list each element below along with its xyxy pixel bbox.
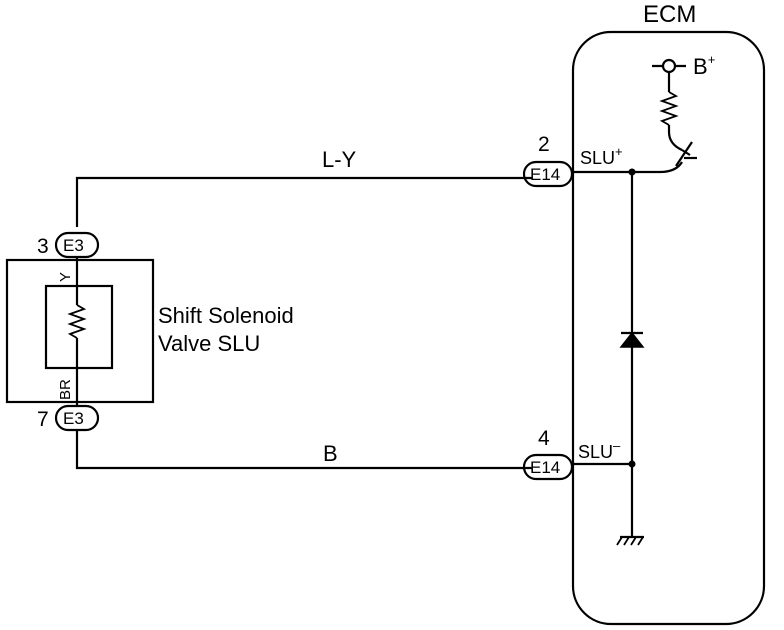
ground-hatch-4: [637, 536, 644, 546]
ground-hatch-1: [616, 536, 623, 546]
solenoid-label-line2: Valve SLU: [158, 331, 260, 356]
supply-label: B+: [693, 52, 715, 79]
ground-hatch-2: [623, 536, 630, 546]
coil-resistor: [67, 304, 87, 339]
wire-br-label: BR: [57, 379, 74, 400]
wire-ly-label: L-Y: [322, 147, 357, 172]
slu-plus-label: SLU+: [580, 144, 623, 168]
ecm-box: [571, 30, 766, 626]
supply-terminal: [661, 58, 677, 74]
connector-e3-top-name: E3: [63, 236, 84, 255]
connector-e14-top: [522, 160, 574, 188]
transistor-to-node: [632, 161, 683, 174]
wire-ly: [75, 176, 532, 227]
solenoid-coil-box: [44, 284, 114, 370]
diode-triangle: [619, 331, 645, 348]
solenoid-outer-box: [5, 258, 155, 404]
transistor-collector: [681, 149, 691, 156]
wire-b-label: B: [323, 441, 338, 466]
wire-y-label: Y: [57, 272, 74, 282]
ecm-title: ECM: [643, 1, 696, 28]
pullup-resistor: [659, 91, 679, 126]
connector-e14-bottom-pin: 4: [538, 427, 550, 450]
slu-minus-label: SLU–: [578, 438, 621, 462]
wire-b: [75, 430, 532, 470]
solenoid-label-line1: Shift Solenoid: [158, 303, 294, 328]
connector-e14-bottom: [522, 453, 574, 481]
ground-hatch-3: [630, 536, 637, 546]
pullup-to-transistor: [667, 131, 683, 151]
connector-e3-bottom-name: E3: [63, 409, 84, 428]
connector-e3-bottom-pin: 7: [37, 408, 49, 431]
transistor-base: [675, 141, 693, 167]
connector-e14-top-name: E14: [530, 165, 560, 184]
connector-e14-top-pin: 2: [538, 133, 550, 156]
connector-e14-bottom-name: E14: [530, 458, 560, 477]
connector-e3-top-pin: 3: [37, 235, 49, 258]
